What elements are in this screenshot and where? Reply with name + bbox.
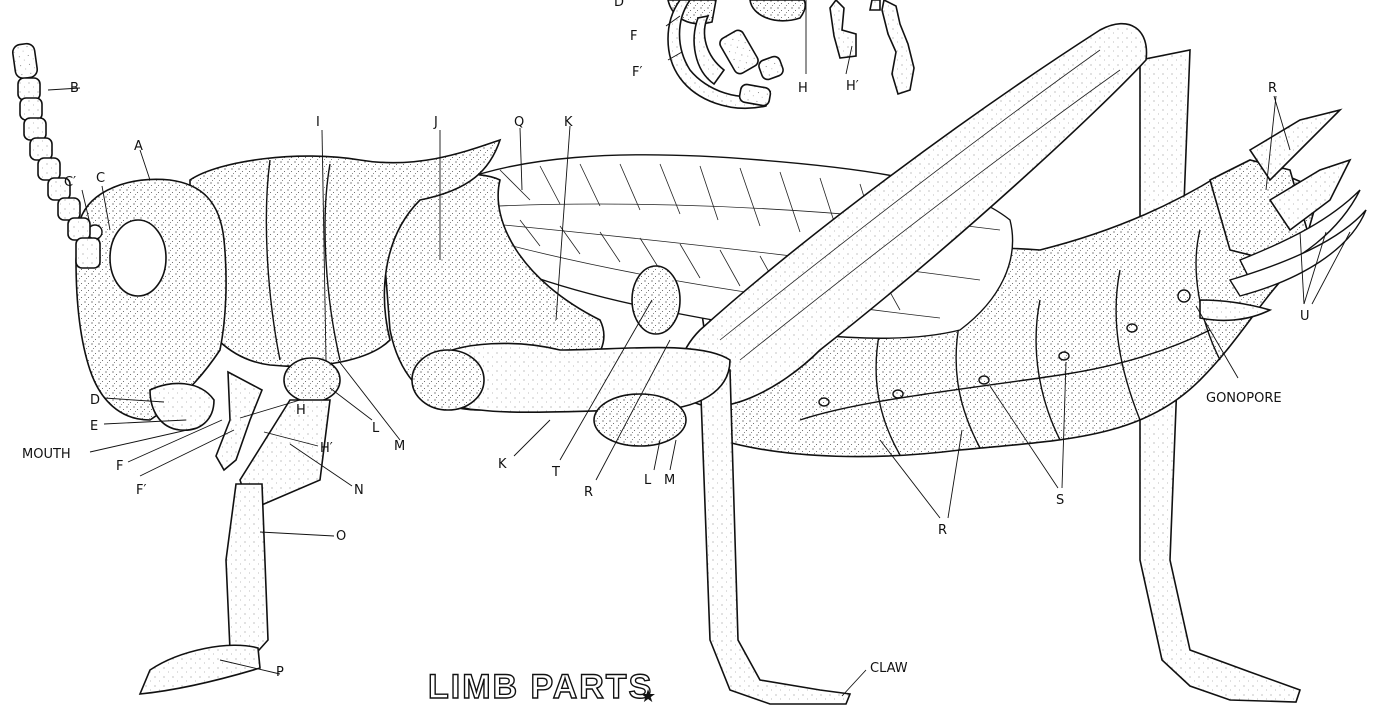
label-u: U: [1300, 309, 1310, 324]
label-k-top: K: [564, 115, 573, 130]
label-k-bottom: K: [498, 457, 507, 472]
label-f-prime: F′: [136, 483, 146, 498]
label-r-abdomen: R: [938, 523, 947, 538]
inset-label-h: H: [798, 81, 808, 96]
label-r-tail: R: [1268, 81, 1277, 96]
label-l-front: L: [372, 421, 380, 436]
label-b: B: [70, 81, 79, 96]
label-q: Q: [514, 115, 524, 130]
label-s: S: [1056, 493, 1064, 508]
diagram-title: LIMB PARTS: [428, 668, 653, 706]
label-h-prime: H′: [320, 441, 333, 456]
label-c: C: [96, 171, 105, 186]
label-r-mid: R: [584, 485, 593, 500]
inset-mouthparts: [666, 0, 914, 108]
hind-coxa: [412, 350, 484, 410]
label-n: N: [354, 483, 364, 498]
label-d: D: [90, 393, 100, 408]
label-gonopore: GONOPORE: [1206, 391, 1282, 406]
inset-label-f-prime: F′: [632, 65, 642, 80]
label-a: A: [134, 139, 143, 154]
label-claw: CLAW: [870, 661, 908, 676]
tympanum: [632, 266, 680, 334]
label-i: I: [316, 115, 320, 130]
front-coxa: [284, 358, 340, 402]
title-star-icon: ★: [640, 686, 656, 707]
hind-femur-joint: [594, 394, 686, 446]
label-f: F: [116, 459, 123, 474]
label-l-hind: L: [644, 473, 652, 488]
label-t: T: [551, 465, 560, 480]
label-mouth: MOUTH: [22, 447, 71, 462]
label-j: J: [433, 115, 438, 130]
label-m-hind: M: [664, 473, 675, 488]
label-e: E: [90, 419, 98, 434]
label-c-prime: C′: [64, 175, 76, 190]
label-h: H: [296, 403, 306, 418]
compound-eye: [110, 220, 166, 296]
label-m-front: M: [394, 439, 405, 454]
inset-label-d: D: [614, 0, 624, 10]
label-o: O: [336, 529, 346, 544]
inset-label-h-prime: H′: [846, 79, 859, 94]
inset-label-f: F: [630, 29, 637, 44]
antenna: [12, 43, 100, 268]
label-p: P: [276, 665, 284, 680]
